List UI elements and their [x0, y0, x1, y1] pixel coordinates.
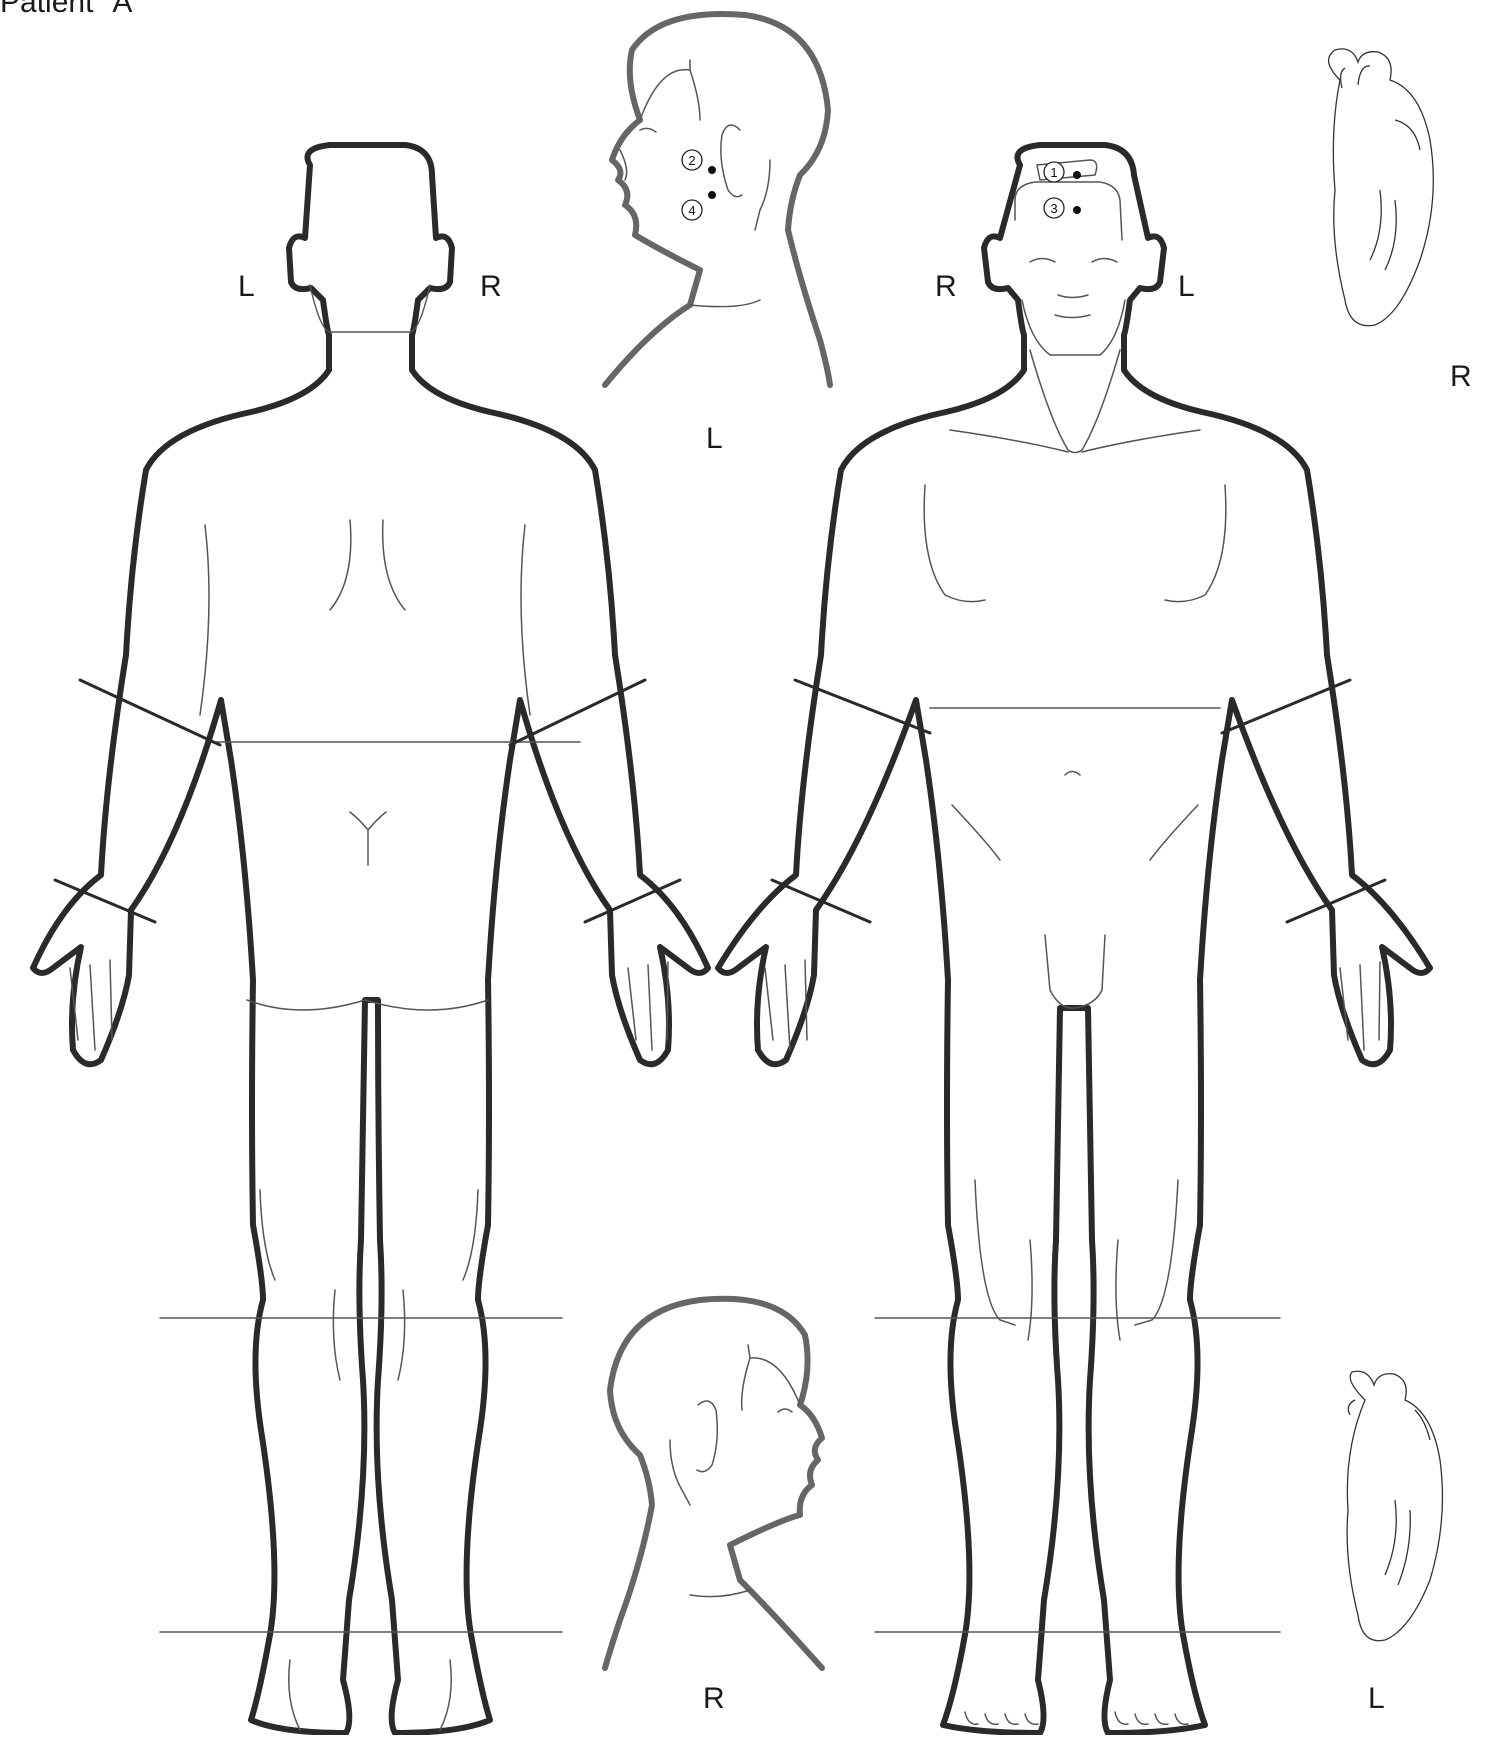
foot-bottom-side-label: L	[1368, 1682, 1385, 1715]
patient-title: Patient "A"	[0, 0, 143, 20]
front-view-figure	[718, 145, 1430, 1733]
forehead-markers: 1 3	[1044, 162, 1081, 218]
marker-1: 1	[1044, 162, 1081, 182]
marker-3: 3	[1044, 198, 1081, 218]
front-left-label: L	[1178, 270, 1195, 303]
marker-4-label: 4	[688, 203, 695, 218]
marker-2: 2	[682, 150, 716, 174]
head-bottom-side-label: R	[703, 1682, 725, 1715]
marker-3-label: 3	[1050, 201, 1057, 216]
back-left-label: L	[238, 270, 255, 303]
marker-4: 4	[682, 191, 716, 220]
marker-2-dot	[708, 166, 716, 174]
foot-top-side-label: R	[1450, 360, 1472, 393]
foot-sole-top-figure	[1329, 49, 1434, 326]
marker-4-dot	[708, 191, 716, 199]
marker-1-dot	[1073, 171, 1081, 179]
head-top-side-label: L	[706, 422, 723, 455]
head-side-left-figure	[605, 14, 830, 385]
back-right-label: R	[480, 270, 502, 303]
marker-3-dot	[1073, 206, 1081, 214]
marker-1-label: 1	[1050, 165, 1057, 180]
foot-sole-bottom-figure	[1347, 1371, 1442, 1640]
front-right-label: R	[935, 270, 957, 303]
head-side-right-figure	[605, 1299, 822, 1668]
marker-2-label: 2	[688, 153, 695, 168]
side-head-markers: 2 4	[682, 150, 716, 220]
